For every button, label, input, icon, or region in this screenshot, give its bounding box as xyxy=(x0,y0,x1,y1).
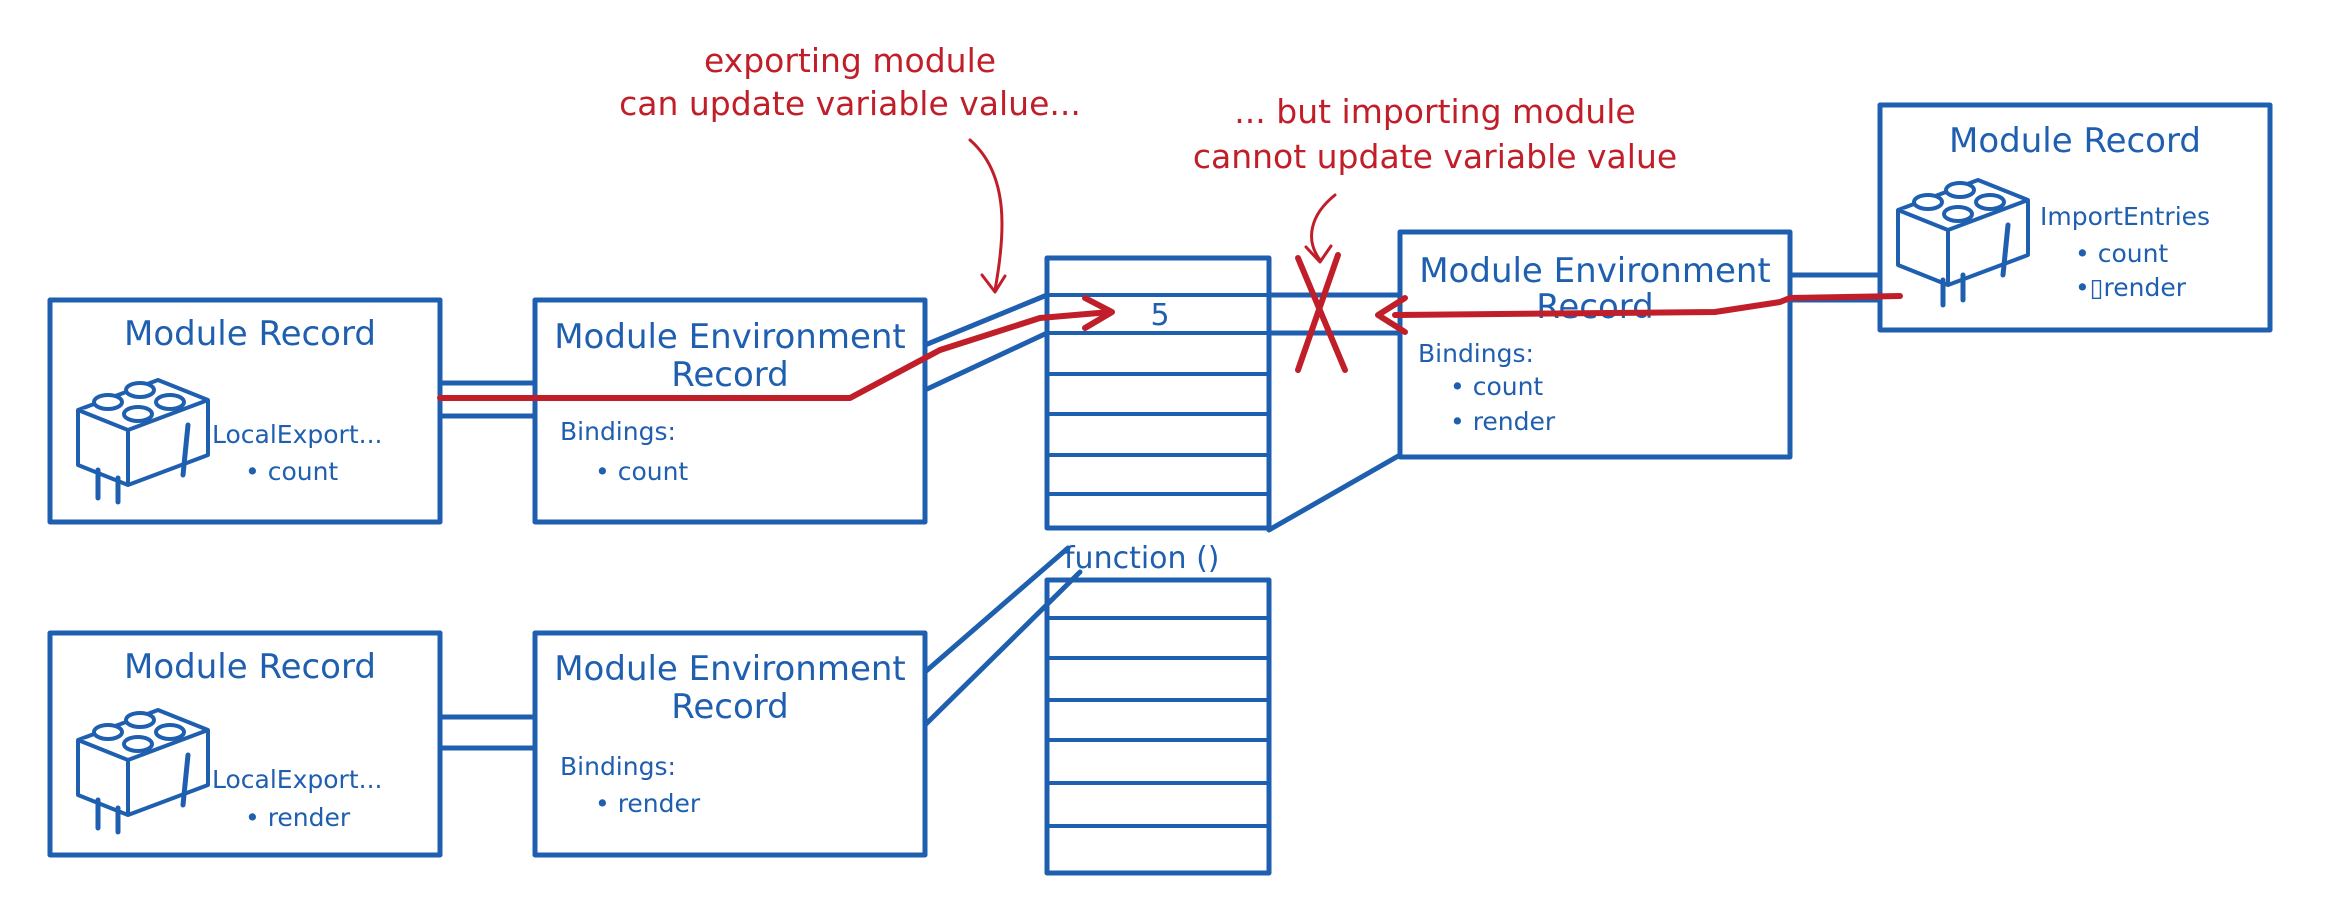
env-title-line2: Record xyxy=(1536,287,1653,327)
env-title-line1: Module Environment xyxy=(554,317,906,357)
module-record-title: Module Record xyxy=(124,647,376,687)
local-export-item: • count xyxy=(245,457,338,486)
annotation-pointer-arrow xyxy=(1310,193,1337,262)
module-a-record: Module Record LocalExport... • count xyxy=(47,297,443,525)
memory-lower-block xyxy=(1044,577,1272,876)
export-annotation: exporting module can update variable val… xyxy=(619,41,1081,294)
export-annotation-line2: can update variable value... xyxy=(619,84,1081,123)
local-export-item: • render xyxy=(245,803,351,832)
annotation-pointer-arrow xyxy=(968,138,1004,292)
env-title-line2: Record xyxy=(671,355,788,395)
import-annotation: ... but importing module cannot update v… xyxy=(1193,92,1677,264)
module-b-environment-record: Module Environment Record Bindings: • re… xyxy=(532,630,928,858)
memory-upper-block xyxy=(1044,255,1272,531)
lego-brick-icon xyxy=(76,378,210,505)
import-entry-render: •▯render xyxy=(2075,273,2187,302)
env-title-line1: Module Environment xyxy=(554,649,906,689)
arrow-head-icon xyxy=(1375,295,1408,335)
binding-item: • count xyxy=(595,457,688,486)
import-annotation-line2: cannot update variable value xyxy=(1193,137,1677,176)
import-annotation-line1: ... but importing module xyxy=(1234,92,1635,131)
x-mark-icon xyxy=(1295,252,1348,373)
export-update-flow xyxy=(437,295,1115,401)
local-export-label: LocalExport... xyxy=(212,765,382,794)
importer-module-record: Module Record ImportEntries • count •▯re… xyxy=(1877,102,2273,333)
local-export-label: LocalExport... xyxy=(212,420,382,449)
bindings-label: Bindings: xyxy=(560,417,676,446)
env-title-line1: Module Environment xyxy=(1419,251,1771,291)
importer-environment-record: Module Environment Record Bindings: • co… xyxy=(1397,229,1793,460)
binding-item-render: • render xyxy=(1450,407,1556,436)
arrow-head-icon xyxy=(1082,295,1115,331)
memory-block: 5 function () xyxy=(1044,255,1272,876)
lego-brick-icon xyxy=(76,708,210,835)
import-blocked-flow xyxy=(1295,252,1903,373)
env-title-line2: Record xyxy=(671,687,788,727)
module-b-record: Module Record LocalExport... • render xyxy=(47,630,443,858)
export-annotation-line1: exporting module xyxy=(704,41,996,80)
binding-item: • render xyxy=(595,789,701,818)
bindings-label: Bindings: xyxy=(1418,339,1534,368)
import-entry-count: • count xyxy=(2075,239,2168,268)
lego-brick-icon xyxy=(1896,178,2030,308)
module-a-environment-record: Module Environment Record Bindings: • co… xyxy=(532,297,928,525)
import-entries-label: ImportEntries xyxy=(2040,202,2210,231)
module-record-title: Module Record xyxy=(124,314,376,354)
bindings-label: Bindings: xyxy=(560,752,676,781)
count-value: 5 xyxy=(1150,298,1169,333)
binding-item-count: • count xyxy=(1450,372,1543,401)
function-label: function () xyxy=(1064,541,1220,576)
module-record-title: Module Record xyxy=(1949,121,2201,161)
